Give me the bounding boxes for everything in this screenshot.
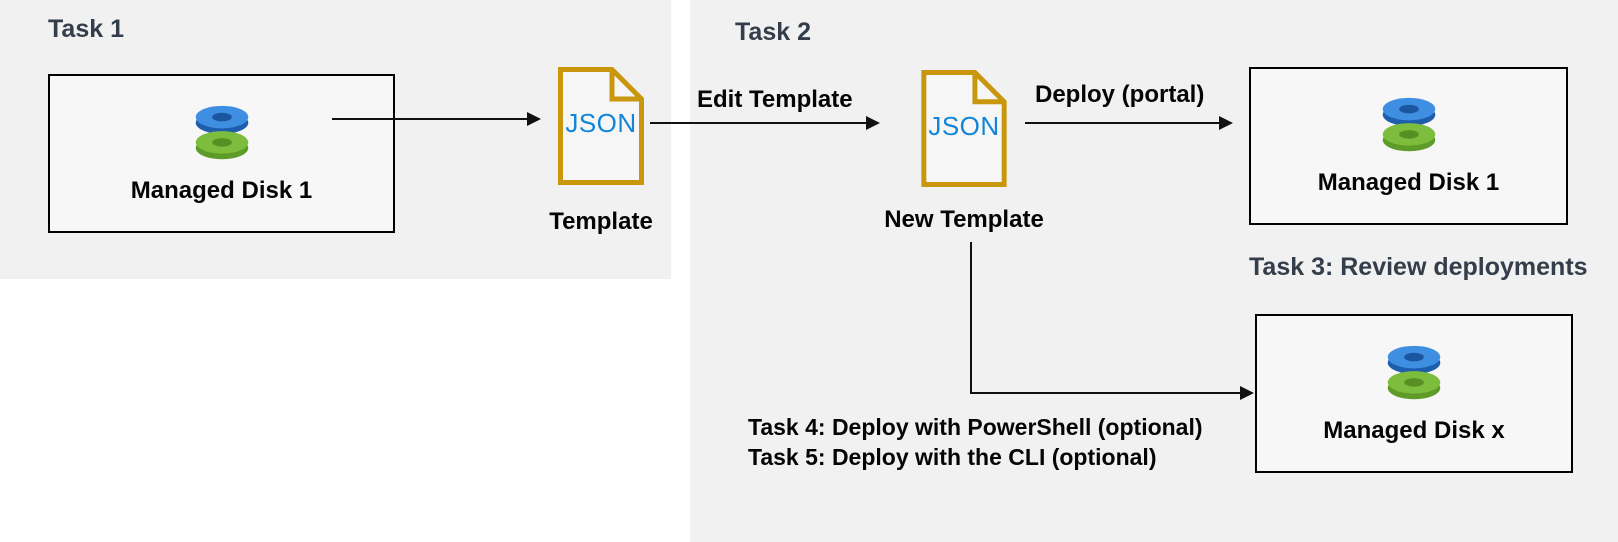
managed-disk-1-source-label: Managed Disk 1 (130, 176, 313, 204)
json-template-file-icon: JSON (557, 66, 645, 186)
managed-disk-icon (192, 103, 252, 168)
new-template-caption: New Template (884, 206, 1044, 233)
managed-disk-x-label: Managed Disk x (1323, 416, 1505, 444)
arrow-template-to-new-template (650, 122, 867, 124)
edit-template-label: Edit Template (697, 86, 853, 113)
template-caption: Template (549, 208, 653, 235)
task45-notes: Task 4: Deploy with PowerShell (optional… (748, 412, 1203, 472)
managed-disk-1-source-box: Managed Disk 1 (48, 74, 395, 233)
arrow-disk-to-template-head (527, 112, 541, 126)
task4-note: Task 4: Deploy with PowerShell (optional… (748, 414, 1203, 440)
arrow-new-template-down (970, 242, 972, 393)
managed-disk-icon (1379, 95, 1439, 160)
task1-heading: Task 1 (48, 15, 124, 43)
task3-note: Task 3: Review deployments (1249, 253, 1588, 281)
json-new-template-file-icon: JSON (920, 69, 1008, 188)
managed-disk-1-deployed-box: Managed Disk 1 (1249, 67, 1568, 225)
task2-heading: Task 2 (735, 18, 811, 46)
arrow-new-template-right (970, 392, 1240, 394)
arrow-new-template-head (1240, 386, 1254, 400)
arrow-deploy-portal (1025, 122, 1219, 124)
json-file-type-text: JSON (565, 108, 637, 138)
arrow-template-to-new-template-head (866, 116, 880, 130)
managed-disk-x-box: Managed Disk x (1255, 314, 1573, 473)
task5-note: Task 5: Deploy with the CLI (optional) (748, 444, 1157, 470)
managed-disk-icon (1384, 343, 1444, 408)
json-file-type-text: JSON (928, 111, 1000, 141)
arrow-deploy-portal-head (1219, 116, 1233, 130)
arrow-disk-to-template (332, 118, 528, 120)
deploy-portal-label: Deploy (portal) (1035, 81, 1205, 108)
managed-disk-1-deployed-label: Managed Disk 1 (1317, 169, 1500, 196)
